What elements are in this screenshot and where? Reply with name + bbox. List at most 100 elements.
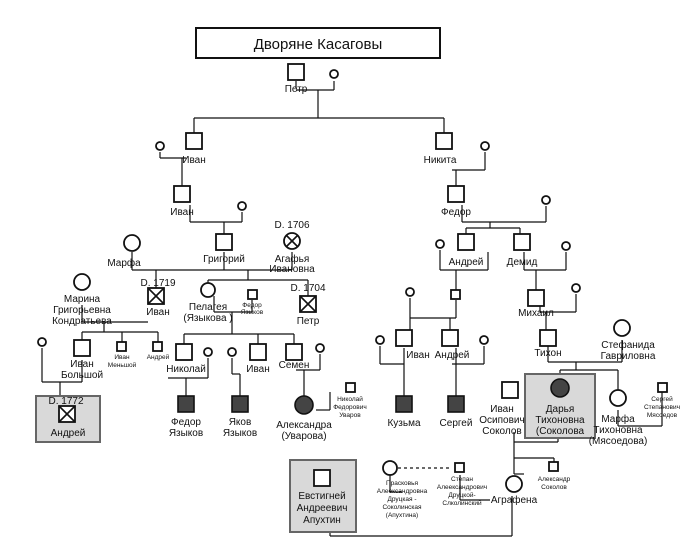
label-ivan-m-2: Меньшой — [108, 361, 137, 369]
male-andrey-1772-symbol — [58, 405, 76, 423]
male-ivan1-symbol — [185, 132, 203, 150]
male-nikolai-uvarov-symbol — [345, 382, 356, 393]
female-andrey-r-wife2-symbol — [405, 287, 415, 297]
label-ivan-b-2: Большой — [61, 370, 103, 381]
label-nik-uvar-1: Николай — [337, 395, 363, 403]
male-petr-symbol — [287, 63, 305, 81]
male-ivan-bolshoy-symbol — [73, 339, 91, 357]
label-darya-1: Дарья — [546, 404, 575, 415]
label-ivan1719-date: D. 1719 — [140, 278, 175, 289]
label-marina-3: Кондратьева — [52, 316, 112, 327]
male-nikolai-symbol — [175, 343, 193, 361]
female-demid-wife-symbol — [561, 241, 571, 251]
female-praskovya-symbol — [382, 460, 398, 476]
label-aleksandra-2: (Уварова) — [281, 431, 326, 442]
label-andrey1772-date: D. 1772 — [48, 396, 83, 407]
label-pelageya-1: Пелагея — [189, 302, 227, 313]
label-darya-3: (Соколова — [536, 426, 585, 437]
label-sergey-m-3: Мясоедов — [647, 412, 678, 419]
label-stefanida-1: Стефанида — [601, 339, 655, 351]
label-aleks-sok-2: Соколов — [541, 484, 567, 491]
label-nik-uvar-2: Федорович — [333, 404, 367, 411]
label-praskovya-1: Прасковья — [386, 480, 419, 487]
label-praskovya-5: (Апухтина) — [386, 512, 418, 519]
label-aleks-sok-1: Александр — [538, 476, 571, 483]
label-stepan-2: Алеександрович — [437, 484, 487, 491]
highlight-andrey-1772 — [35, 395, 101, 443]
label-marfa-t-2: Тихоновна — [593, 425, 643, 436]
male-ivan-yaz-symbol — [249, 343, 267, 361]
label-ivan-sok-1: Иван — [490, 404, 513, 415]
label-nik-uvar-3: Уваров — [339, 412, 361, 419]
label-andrey-r: Андрей — [449, 257, 484, 268]
male-semen-symbol — [285, 343, 303, 361]
label-semen: Семен — [279, 360, 310, 371]
male-fedor-yazykov-symbol — [247, 289, 258, 300]
label-nikolai: Николай — [166, 364, 206, 375]
female-stefanida-symbol — [613, 319, 631, 337]
label-ivan-sok-2: Осипович — [479, 415, 524, 426]
label-stepan-3: Друцкой- — [448, 491, 475, 499]
male-tikhon-symbol — [539, 329, 557, 347]
label-darya-2: Тихоновна — [535, 415, 585, 426]
female-darya-symbol — [550, 378, 570, 398]
label-praskovya-2: Алеександровна — [377, 488, 428, 495]
female-semen-wife-symbol — [315, 343, 325, 353]
label-ivan1: Иван — [182, 155, 205, 166]
male-andrey-small-symbol — [152, 341, 163, 352]
label-kuzma: Кузьма — [387, 418, 420, 429]
female-ivan-yaz-wife-symbol — [227, 347, 237, 357]
label-fedor: Федор — [441, 207, 471, 218]
female-agrafena-symbol — [505, 475, 523, 493]
female-andrey-r-wife-symbol — [435, 239, 445, 249]
female-andrey-r2-wife-symbol — [479, 335, 489, 345]
label-fedor-yaz-2: Языков — [241, 309, 264, 316]
label-praskovya-3: Друцкая - — [387, 496, 416, 503]
label-andrey-r2: Андрей — [435, 350, 470, 361]
female-ivan-b-wife-symbol — [37, 337, 47, 347]
label-sergey-m-2: Степанович — [644, 404, 680, 411]
label-stepan-1: Степан — [451, 476, 473, 483]
label-marina-2: Григорьевна — [53, 305, 111, 316]
connector-lines — [41, 81, 663, 537]
male-ivan-menshoy-symbol — [116, 341, 127, 352]
label-ivan1719: Иван — [146, 307, 169, 318]
label-petr1704: Петр — [297, 316, 320, 327]
male-ivan2-symbol — [173, 185, 191, 203]
male-nikita-symbol — [435, 132, 453, 150]
label-ivan-b-1: Иван — [70, 359, 93, 370]
title-box — [195, 27, 441, 59]
label-pelageya-2: (Языкова ) — [183, 313, 232, 324]
male-stepan-symbol — [454, 462, 465, 473]
female-pelageya-symbol — [200, 282, 216, 298]
label-stefanida-2: Гавриловна — [601, 351, 656, 362]
label-ivan-yaz: Иван — [246, 364, 269, 375]
label-evstigney-3: Апухтин — [303, 515, 341, 526]
label-fedor-yaz-1: Федор — [242, 302, 262, 309]
label-andrey1772: Андрей — [51, 428, 86, 439]
label-fedor-yaz-b-2: Языков — [169, 428, 203, 439]
male-yakov-symbol — [231, 395, 249, 413]
female-ivan2-wife-symbol — [237, 201, 247, 211]
label-petr: Петр — [285, 84, 308, 95]
female-nikita-wife-symbol — [480, 141, 490, 151]
label-petr1704-date: D. 1704 — [290, 283, 325, 294]
male-sergey-symbol — [447, 395, 465, 413]
male-unknown-symbol — [450, 289, 461, 300]
male-andrey-r-symbol — [457, 233, 475, 251]
label-sergey: Сергей — [440, 418, 473, 429]
label-stepan-4: Слколинский — [442, 499, 482, 507]
female-petr-wife-symbol — [329, 69, 339, 79]
highlight-darya — [524, 373, 596, 439]
label-agrafena: Аграфена — [491, 494, 538, 506]
male-fedor-yaz-b-symbol — [177, 395, 195, 413]
label-demid: Демид — [507, 257, 538, 268]
female-mikhail-wife-symbol — [571, 283, 581, 293]
label-mikhail: Михаил — [518, 308, 554, 319]
male-ivan-sokolov-symbol — [501, 381, 519, 399]
female-ivan1-wife-symbol — [155, 141, 165, 151]
male-andrey-r2-symbol — [441, 329, 459, 347]
label-fedor-yaz-b-1: Федор — [171, 417, 201, 428]
label-sergey-m-1: Сергей — [651, 395, 673, 403]
